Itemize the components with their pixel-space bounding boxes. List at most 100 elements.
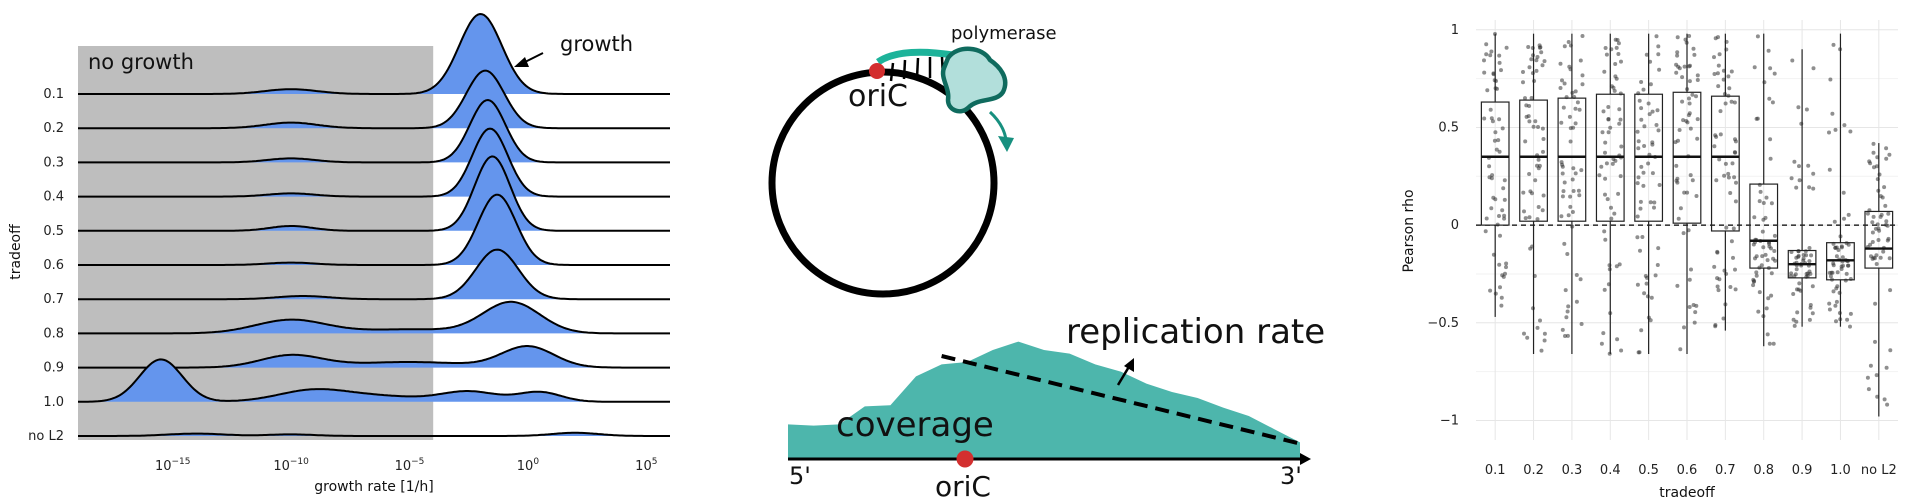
jitter-point bbox=[1648, 82, 1653, 87]
boxplot-x-tick-label: 0.2 bbox=[1523, 463, 1544, 478]
jitter-point bbox=[1751, 279, 1756, 284]
jitter-point bbox=[1560, 327, 1565, 332]
jitter-point bbox=[1646, 101, 1651, 106]
jitter-points bbox=[1482, 32, 1893, 407]
jitter-point bbox=[1717, 277, 1722, 282]
ridge-x-tick-label: 105 bbox=[635, 457, 657, 474]
jitter-point bbox=[1647, 112, 1652, 117]
jitter-point bbox=[1675, 283, 1680, 288]
ridge-fill-1.0 bbox=[78, 359, 670, 402]
coverage-label: coverage bbox=[836, 405, 994, 445]
jitter-point bbox=[1733, 267, 1737, 272]
jitter-point bbox=[1684, 119, 1689, 123]
jitter-point bbox=[1578, 58, 1583, 63]
jitter-point bbox=[1497, 60, 1502, 65]
jitter-point bbox=[1541, 193, 1546, 198]
jitter-point bbox=[1827, 307, 1832, 312]
jitter-point bbox=[1877, 172, 1882, 177]
jitter-point bbox=[1834, 254, 1839, 259]
jitter-point bbox=[1527, 119, 1532, 124]
jitter-point bbox=[1616, 41, 1621, 46]
ridge-line-0.4 bbox=[78, 127, 670, 198]
jitter-point bbox=[1811, 186, 1816, 191]
jitter-point bbox=[1769, 271, 1774, 276]
jitter-point bbox=[1726, 175, 1731, 180]
boxplot-y-tick-label: 0 bbox=[1451, 218, 1459, 233]
jitter-point bbox=[1644, 52, 1649, 57]
jitter-point bbox=[1791, 292, 1796, 296]
ridge-fill-0.9 bbox=[78, 346, 670, 368]
jitter-point bbox=[1526, 114, 1531, 119]
jitter-point bbox=[1848, 324, 1852, 329]
jitter-point bbox=[1848, 129, 1853, 134]
ridge-fill-0.8 bbox=[78, 301, 670, 334]
jitter-point bbox=[1575, 100, 1580, 105]
jitter-point bbox=[1571, 189, 1576, 193]
jitter-point bbox=[1832, 219, 1837, 224]
jitter-point bbox=[1754, 254, 1759, 259]
jitter-point bbox=[1807, 185, 1812, 190]
jitter-point bbox=[1681, 231, 1686, 236]
jitter-point bbox=[1807, 259, 1812, 264]
jitter-point bbox=[1650, 171, 1655, 176]
three-prime-label: 3' bbox=[1280, 462, 1302, 490]
jitter-point bbox=[1536, 157, 1541, 162]
jitter-point bbox=[1599, 341, 1604, 346]
jitter-point bbox=[1603, 150, 1607, 155]
jitter-point bbox=[1570, 210, 1575, 214]
jitter-point bbox=[1879, 212, 1884, 217]
jitter-point bbox=[1578, 277, 1583, 282]
jitter-point bbox=[1687, 34, 1692, 38]
jitter-point bbox=[1609, 205, 1613, 210]
boxplot-y-tick-label: 0.5 bbox=[1438, 120, 1459, 135]
jitter-point bbox=[1727, 86, 1732, 91]
jitter-point bbox=[1540, 208, 1545, 213]
jitter-point bbox=[1529, 96, 1534, 100]
jitter-point bbox=[1761, 217, 1766, 222]
jitter-point bbox=[1616, 191, 1621, 196]
jitter-point bbox=[1733, 199, 1738, 204]
boxplot-x-tick-label: 0.8 bbox=[1753, 463, 1774, 478]
jitter-point bbox=[1603, 237, 1608, 242]
jitter-point bbox=[1695, 78, 1700, 82]
jitter-point bbox=[1733, 287, 1738, 292]
jitter-point bbox=[1529, 57, 1534, 62]
jitter-point bbox=[1680, 99, 1685, 104]
jitter-point bbox=[1680, 75, 1685, 80]
jitter-point bbox=[1573, 171, 1578, 176]
jitter-point bbox=[1769, 201, 1774, 206]
jitter-point bbox=[1656, 128, 1661, 133]
jitter-point bbox=[1685, 190, 1690, 195]
jitter-point bbox=[1799, 121, 1804, 126]
jitter-point bbox=[1839, 244, 1844, 249]
jitter-point bbox=[1488, 53, 1493, 58]
ridge-tick-label: 0.5 bbox=[43, 224, 64, 239]
jitter-point bbox=[1504, 261, 1509, 266]
jitter-point bbox=[1503, 271, 1507, 276]
jitter-point bbox=[1682, 190, 1687, 195]
jitter-point bbox=[1533, 178, 1538, 183]
box-0.8 bbox=[1749, 33, 1779, 347]
jitter-point bbox=[1600, 130, 1605, 135]
jitter-point bbox=[1884, 146, 1889, 151]
jitter-point bbox=[1695, 73, 1700, 78]
jitter-point bbox=[1580, 73, 1585, 78]
jitter-point bbox=[1499, 295, 1504, 300]
jitter-point bbox=[1504, 265, 1508, 270]
jitter-point bbox=[1597, 173, 1602, 178]
jitter-point bbox=[1694, 94, 1698, 99]
jitter-point bbox=[1761, 245, 1766, 250]
jitter-point bbox=[1654, 123, 1659, 127]
jitter-point bbox=[1498, 233, 1502, 238]
jitter-point bbox=[1613, 62, 1618, 66]
box-0.6 bbox=[1672, 33, 1702, 355]
jitter-point bbox=[1796, 105, 1801, 110]
jitter-point bbox=[1566, 304, 1571, 309]
jitter-point bbox=[1752, 65, 1757, 70]
box-0.2 bbox=[1519, 33, 1548, 355]
jitter-point bbox=[1733, 150, 1738, 155]
replication-rate-arrowhead bbox=[1124, 358, 1134, 372]
jitter-point bbox=[1765, 332, 1770, 337]
oric-marker-top bbox=[869, 63, 885, 79]
